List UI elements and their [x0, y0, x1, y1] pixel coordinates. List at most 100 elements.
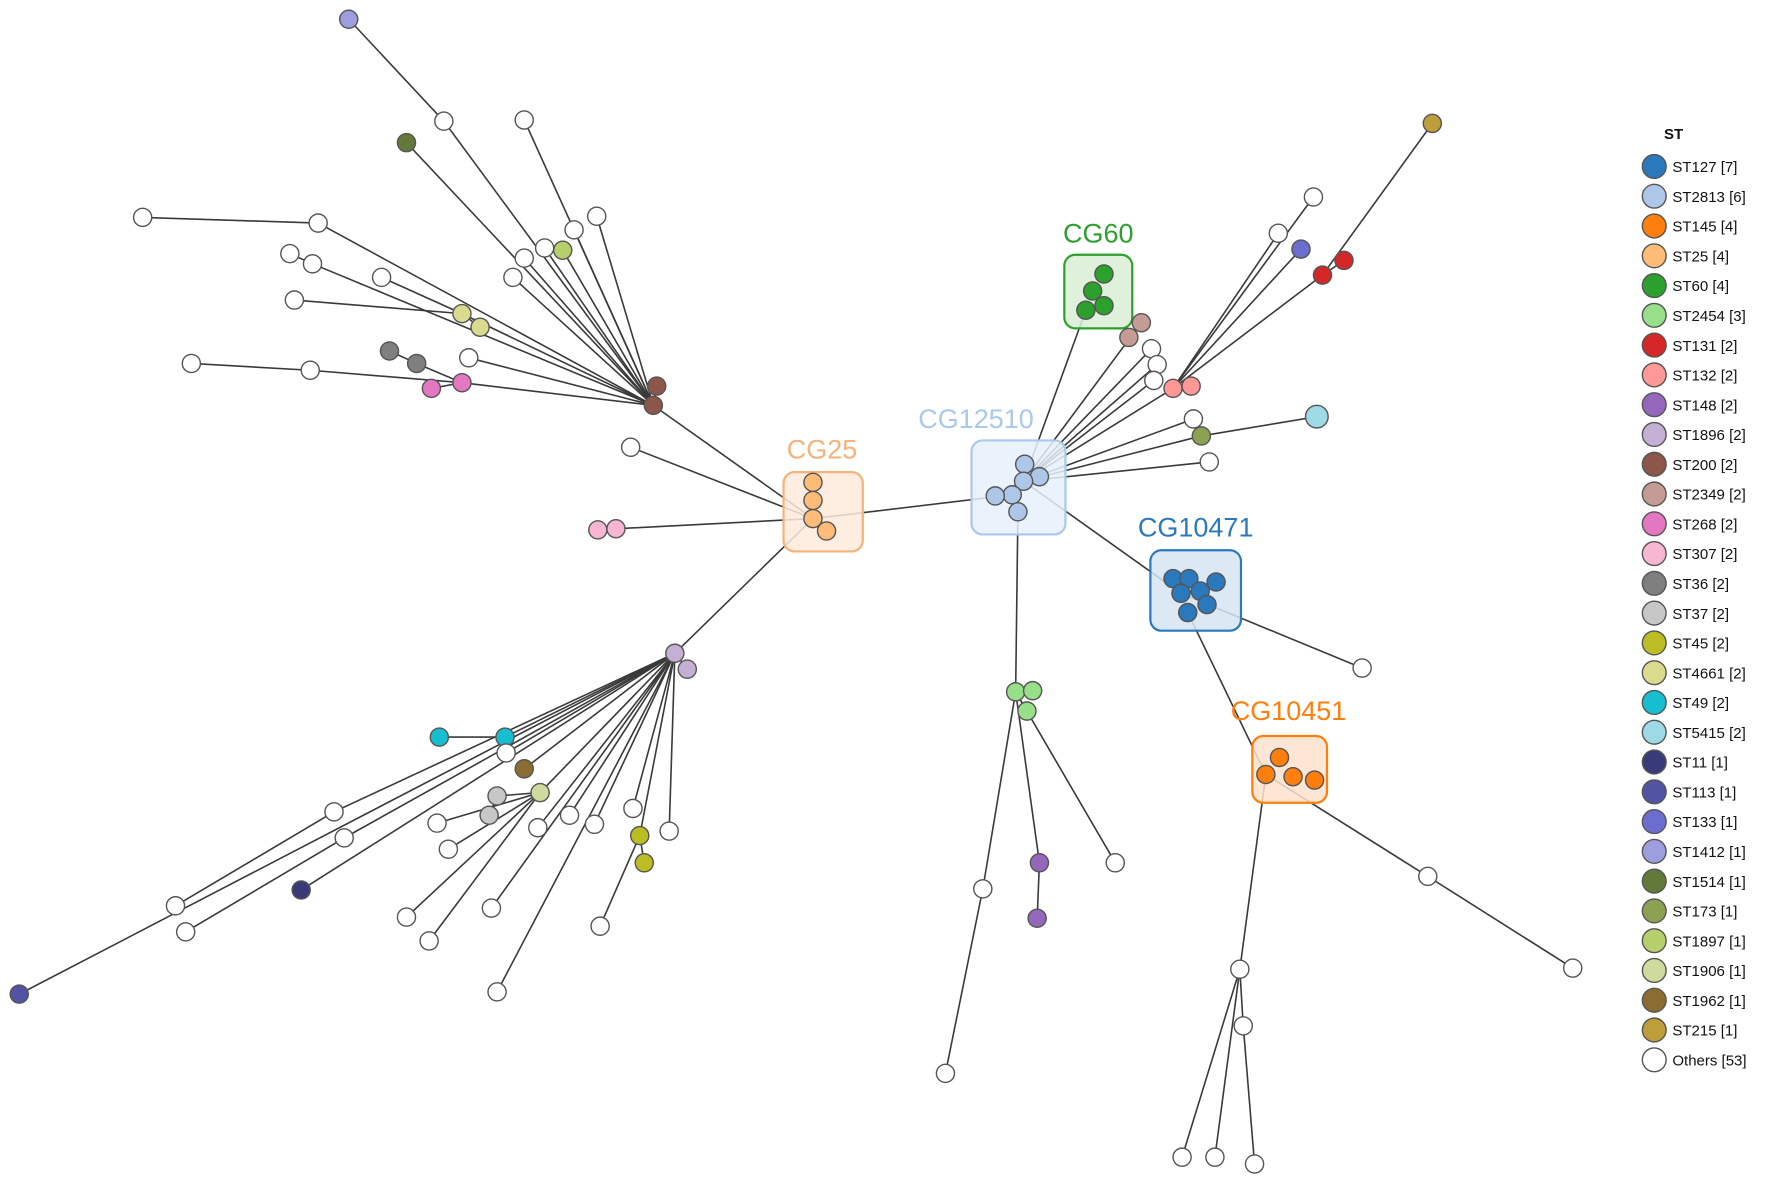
node-st2813: [1013, 471, 1034, 491]
legend-swatch: [1641, 332, 1667, 358]
tree-edge: [1242, 1025, 1256, 1165]
node-st2454: [1005, 682, 1026, 702]
tree-edge: [1172, 196, 1315, 389]
legend: ST ST127 [7]ST2813 [6]ST145 [4]ST25 [4]S…: [1641, 126, 1747, 1073]
legend-swatch: [1641, 153, 1667, 180]
node-st173: [1191, 426, 1212, 446]
tree-edge: [294, 299, 463, 315]
node-st132: [1163, 378, 1183, 399]
tree-edge: [1172, 248, 1302, 389]
legend-swatch: [1641, 362, 1667, 388]
node-others: [280, 243, 300, 264]
legend-item-label: ST1514 [1]: [1672, 874, 1745, 891]
legend-item-label: ST2454 [3]: [1672, 308, 1745, 325]
legend-swatch: [1641, 1047, 1667, 1073]
legend-swatch: [1641, 451, 1667, 477]
legend-item-label: ST200 [2]: [1672, 457, 1737, 474]
node-st113: [9, 984, 30, 1004]
node-st1412: [338, 9, 359, 30]
node-others: [514, 248, 534, 268]
node-st200: [643, 395, 664, 416]
node-others: [584, 814, 605, 835]
legend-item-label: ST1962 [1]: [1672, 993, 1745, 1010]
node-others: [165, 896, 186, 916]
legend-item-label: ST173 [1]: [1672, 904, 1737, 921]
node-others: [1562, 958, 1583, 978]
tree-edge: [405, 142, 654, 406]
node-st148: [1029, 853, 1050, 873]
legend-swatch: [1641, 511, 1667, 537]
tree-edge: [428, 792, 541, 942]
node-st37: [487, 786, 507, 806]
legend-swatch: [1641, 213, 1667, 239]
tree-edge: [523, 652, 676, 770]
tree-edge: [539, 652, 676, 794]
node-st145: [1283, 766, 1303, 787]
tree-edge: [142, 216, 319, 224]
tree-edge: [1321, 122, 1433, 276]
node-st1897: [552, 240, 573, 260]
node-others: [371, 267, 392, 288]
node-st45: [634, 853, 655, 873]
node-others: [459, 348, 479, 368]
node-st2813: [1014, 454, 1035, 474]
node-st2813: [985, 486, 1006, 506]
node-st25: [803, 508, 823, 529]
node-st4661: [452, 303, 472, 324]
legend-swatch: [1641, 987, 1667, 1013]
clonal-complex-label: CG12510: [918, 404, 1034, 434]
legend-swatch: [1641, 689, 1667, 716]
legend-item-label: ST49 [2]: [1672, 695, 1729, 712]
node-st2349: [1131, 312, 1152, 333]
node-others: [1144, 370, 1164, 391]
node-st36: [406, 353, 427, 374]
node-st145: [1256, 764, 1276, 785]
legend-item-label: ST133 [1]: [1672, 814, 1737, 831]
node-st145: [1269, 747, 1290, 768]
tree-edge: [512, 276, 654, 406]
node-others: [590, 916, 610, 936]
node-st268: [421, 378, 442, 399]
node-others: [438, 839, 459, 859]
node-st127: [1206, 572, 1226, 592]
node-others: [620, 437, 641, 458]
clonal-complex-label: CG60: [1063, 218, 1134, 248]
node-others: [481, 898, 502, 918]
node-others: [1352, 658, 1372, 678]
node-others: [1205, 1147, 1225, 1167]
node-others: [300, 360, 320, 381]
node-others: [427, 813, 447, 833]
legend-swatch: [1641, 749, 1667, 775]
legend-swatch: [1641, 928, 1667, 954]
legend-item-label: ST127 [7]: [1672, 159, 1737, 176]
legend-item-label: ST2349 [2]: [1672, 487, 1745, 504]
tree-edge: [1014, 691, 1116, 864]
node-others: [132, 207, 153, 228]
tree-edge: [1427, 875, 1574, 969]
tree-edges: [18, 18, 1574, 1165]
legend-item-label: ST148 [2]: [1672, 397, 1737, 414]
node-others: [1105, 853, 1126, 873]
node-st268: [452, 372, 472, 393]
legend-item-label: ST45 [2]: [1672, 636, 1729, 653]
node-others: [396, 907, 417, 927]
legend-item-label: ST60 [4]: [1672, 278, 1729, 295]
node-st2454: [1022, 680, 1043, 701]
tree-edge: [300, 652, 676, 891]
legend-swatch: [1641, 838, 1667, 864]
node-others: [564, 220, 584, 240]
tree-edge: [573, 229, 655, 406]
legend-swatch: [1641, 272, 1667, 299]
node-st131: [1334, 250, 1354, 271]
node-st25: [803, 490, 823, 511]
node-st11: [291, 880, 311, 900]
node-st45: [629, 825, 650, 846]
node-others: [528, 817, 548, 838]
node-others: [434, 111, 454, 131]
tree-edge: [1181, 968, 1241, 1158]
legend-item-label: ST11 [1]: [1672, 755, 1728, 772]
node-others: [1244, 1154, 1265, 1174]
clonal-complex-label: CG10471: [1138, 513, 1254, 543]
clonal-complex-box: [782, 471, 864, 553]
